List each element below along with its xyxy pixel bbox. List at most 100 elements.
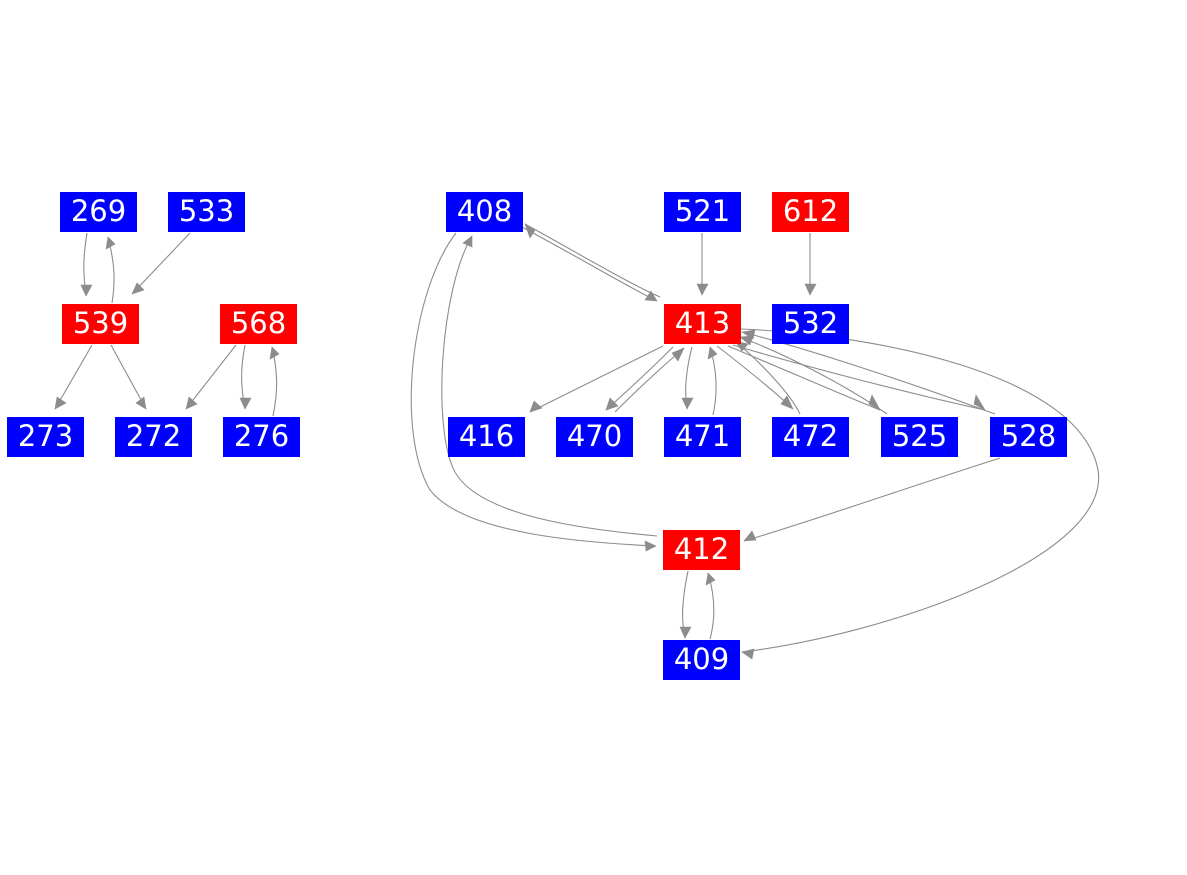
- node-rect[interactable]: [115, 417, 192, 457]
- graph-edge-413-to-408: [524, 223, 661, 298]
- graph-node-472[interactable]: 472: [772, 417, 849, 457]
- arrowhead-icon: [185, 396, 198, 410]
- graph-node-470[interactable]: 470: [556, 417, 633, 457]
- graph-edge-539-to-272: [110, 344, 147, 410]
- arrowhead-icon: [605, 397, 619, 411]
- arrowhead-icon: [739, 335, 754, 346]
- arrowhead-icon: [239, 397, 252, 410]
- arrowhead-icon: [105, 236, 116, 250]
- node-rect[interactable]: [220, 304, 297, 344]
- edges-layer: [54, 223, 1100, 660]
- graph-node-471[interactable]: 471: [664, 417, 741, 457]
- arrowhead-icon: [681, 397, 694, 410]
- graph-edge-533-to-539: [131, 232, 191, 295]
- graph-edge-539-to-273: [54, 344, 93, 410]
- graph-edge-539-to-269: [105, 236, 116, 304]
- node-rect[interactable]: [990, 417, 1067, 457]
- arrowhead-icon: [80, 284, 93, 297]
- graph-node-272[interactable]: 272: [115, 417, 192, 457]
- graph-node-525[interactable]: 525: [881, 417, 958, 457]
- graph-node-533[interactable]: 533: [168, 192, 245, 232]
- arrowhead-icon: [644, 540, 657, 552]
- arrowhead-icon: [644, 290, 658, 302]
- graph-edge-525-to-413: [739, 335, 888, 415]
- node-rect[interactable]: [446, 192, 523, 232]
- graph-edge-471-to-413: [707, 346, 718, 416]
- graph-edge-568-to-272: [185, 344, 237, 410]
- node-rect[interactable]: [772, 304, 849, 344]
- graph-edge-408-to-412: [410, 232, 657, 552]
- graph-edge-413-to-525: [727, 345, 881, 411]
- graph-edge-409-to-412: [705, 572, 716, 640]
- graph-node-532[interactable]: 532: [772, 304, 849, 344]
- graph-edge-408-to-413: [519, 225, 658, 302]
- graph-edge-413-to-528: [732, 344, 986, 411]
- arrowhead-icon: [462, 235, 473, 248]
- node-rect[interactable]: [772, 417, 849, 457]
- node-rect[interactable]: [168, 192, 245, 232]
- graph-edge-568-to-276: [239, 344, 252, 410]
- graph-edge-521-to-413: [696, 233, 709, 296]
- edge-line: [410, 232, 657, 547]
- arrowhead-icon: [741, 648, 755, 660]
- edge-line: [739, 336, 888, 415]
- graph-node-568[interactable]: 568: [220, 304, 297, 344]
- edge-line: [529, 345, 664, 413]
- graph-node-409[interactable]: 409: [663, 640, 740, 680]
- graph-node-412[interactable]: 412: [663, 530, 740, 570]
- graph-edge-276-to-568: [269, 346, 280, 417]
- graph-edge-612-to-532: [804, 233, 817, 296]
- node-rect[interactable]: [664, 192, 741, 232]
- graph-node-521[interactable]: 521: [664, 192, 741, 232]
- graph-node-413[interactable]: 413: [664, 304, 741, 344]
- node-rect[interactable]: [664, 417, 741, 457]
- graph-edge-412-to-408: [441, 235, 658, 537]
- edge-line: [131, 232, 191, 295]
- arrowhead-icon: [868, 394, 881, 411]
- graph-edge-412-to-409: [679, 570, 692, 639]
- node-rect[interactable]: [772, 192, 849, 232]
- arrowhead-icon: [135, 396, 147, 410]
- arrowhead-icon: [707, 346, 718, 360]
- arrowhead-icon: [671, 347, 685, 362]
- graph-node-612[interactable]: 612: [772, 192, 849, 232]
- graph-node-416[interactable]: 416: [448, 417, 525, 457]
- arrowhead-icon: [54, 396, 67, 410]
- node-rect[interactable]: [223, 417, 300, 457]
- edge-line: [185, 344, 237, 410]
- arrowhead-icon: [741, 329, 756, 340]
- graph-edge-269-to-539: [80, 232, 93, 297]
- node-rect[interactable]: [60, 192, 137, 232]
- node-rect[interactable]: [881, 417, 958, 457]
- graph-node-276[interactable]: 276: [223, 417, 300, 457]
- edge-line: [519, 225, 658, 302]
- node-rect[interactable]: [7, 417, 84, 457]
- node-rect[interactable]: [448, 417, 525, 457]
- node-rect[interactable]: [556, 417, 633, 457]
- node-rect[interactable]: [663, 640, 740, 680]
- graph-edge-413-to-472: [716, 345, 794, 410]
- node-rect[interactable]: [664, 304, 741, 344]
- arrowhead-icon: [973, 394, 986, 411]
- graph-edge-413-to-470: [605, 346, 674, 411]
- graph-node-408[interactable]: 408: [446, 192, 523, 232]
- edge-line: [54, 344, 93, 410]
- edge-line: [727, 345, 881, 411]
- arrowhead-icon: [705, 572, 716, 586]
- graph-node-528[interactable]: 528: [990, 417, 1067, 457]
- edge-line: [743, 457, 1001, 542]
- edge-line: [740, 328, 1100, 653]
- arrowhead-icon: [131, 282, 145, 295]
- edge-line: [441, 235, 658, 537]
- arrowhead-icon: [269, 346, 280, 360]
- arrowhead-icon: [524, 223, 536, 239]
- graph-node-539[interactable]: 539: [62, 304, 139, 344]
- node-rect[interactable]: [663, 530, 740, 570]
- arrowhead-icon: [743, 530, 757, 542]
- edge-line: [110, 344, 147, 410]
- graph-node-273[interactable]: 273: [7, 417, 84, 457]
- graph-edge-528-to-412: [743, 457, 1001, 542]
- node-rect[interactable]: [62, 304, 139, 344]
- graph-node-269[interactable]: 269: [60, 192, 137, 232]
